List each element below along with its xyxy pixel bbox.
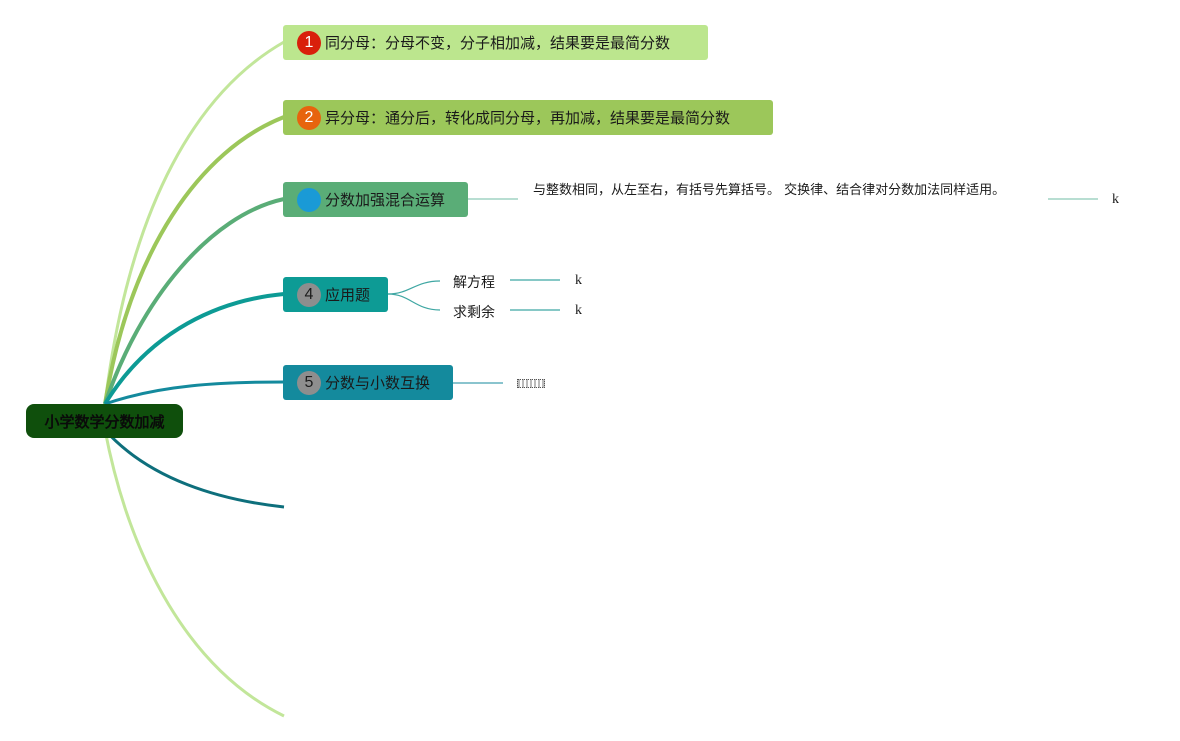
- topic-5-label: 分数与小数互换: [325, 374, 431, 392]
- branch-to-topic-1: [103, 40, 285, 405]
- branch-empty-6: [103, 428, 285, 509]
- topic-3-node[interactable]: 3 分数加强混合运算: [283, 182, 468, 217]
- topic-4-node[interactable]: 4 应用题: [283, 277, 388, 312]
- topic-1-node[interactable]: 1 同分母：分母不变，分子相加减，结果要是最简分数: [283, 25, 708, 60]
- root-label: 小学数学分数加减: [44, 412, 165, 431]
- root-node[interactable]: 小学数学分数加减: [26, 404, 183, 438]
- topic-1-number-badge: 1: [297, 30, 321, 55]
- topic-4-label: 应用题: [325, 286, 371, 304]
- topic-3-label: 分数加强混合运算: [325, 191, 446, 209]
- branch-to-topic-3: [103, 197, 285, 405]
- topic-3-number-badge: 3: [297, 187, 321, 212]
- connector-topic4-child-2: [387, 293, 441, 311]
- topic-1-label: 同分母：分母不变，分子相加减，结果要是最简分数: [325, 34, 671, 52]
- branch-to-topic-5: [104, 380, 285, 406]
- branch-to-topic-2: [103, 115, 285, 405]
- topic-5-node[interactable]: 5 分数与小数互换: [283, 365, 453, 400]
- topic-2-node[interactable]: 2 异分母：通分后，转化成同分母，再加减，结果要是最简分数: [283, 100, 773, 135]
- topic-4-child-1-leaf[interactable]: k: [575, 273, 582, 288]
- topic-4-child-1[interactable]: 解方程: [453, 275, 495, 291]
- topic-4-child-2[interactable]: 求剩余: [453, 305, 495, 321]
- connector-topic4-child-1: [387, 280, 441, 295]
- topic-4-child-2-leaf[interactable]: k: [575, 303, 582, 318]
- topic-2-label: 异分母：通分后，转化成同分母，再加减，结果要是最简分数: [325, 109, 731, 127]
- branch-to-topic-4: [103, 292, 285, 406]
- topic-3-detail[interactable]: 与整数相同，从左至右，有括号先算括号。 交换律、结合律对分数加法同样适用。: [533, 183, 1006, 198]
- topic-5-number-badge: 5: [297, 370, 321, 395]
- topic-4-number-badge: 4: [297, 282, 321, 307]
- topic-2-number-badge: 2: [297, 105, 321, 130]
- topic-3-leaf[interactable]: k: [1112, 192, 1119, 207]
- branch-empty-7: [103, 429, 285, 718]
- topic-5-image-placeholder[interactable]: [517, 379, 545, 388]
